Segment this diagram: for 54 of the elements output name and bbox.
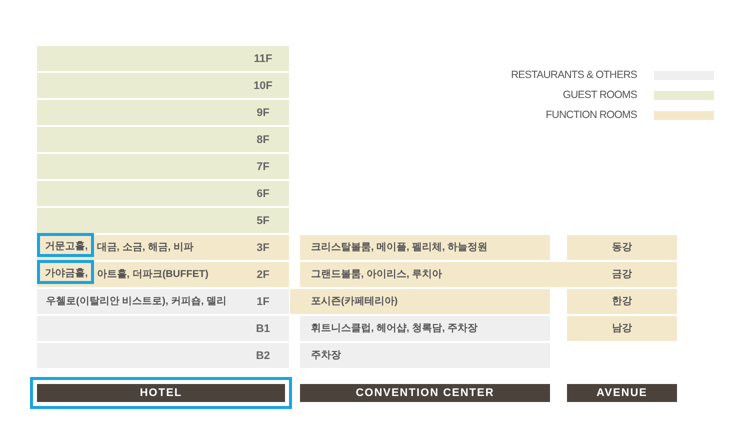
room-names: 가야금홀,: [45, 267, 88, 280]
floor-number: B2: [254, 348, 272, 362]
building-bar: [37, 384, 285, 402]
floor-row: [37, 127, 289, 152]
floor-row: [37, 289, 289, 314]
floor-number: 9F: [256, 106, 270, 120]
highlight-frame: [37, 260, 94, 284]
floor-number: 7F: [256, 160, 270, 174]
highlight-frame: [37, 233, 94, 257]
room-names: 우첼로(이탈리안 비스트로), 커피숍, 델리: [46, 295, 227, 308]
floor-row: [300, 262, 677, 287]
floor-number: 1F: [256, 294, 270, 308]
floor-number: 10F: [252, 78, 274, 92]
hall-tile: [567, 235, 677, 260]
floor-row: [37, 100, 289, 125]
floor-row: [300, 235, 550, 260]
room-names: 거문고홀,: [45, 240, 88, 253]
room-names: 휘트니스클럽, 헤어샵, 청록담, 주차장: [311, 322, 478, 335]
hall-name: 한강: [612, 295, 632, 308]
room-names: 그랜드볼룸, 아이리스, 루치아: [311, 268, 442, 281]
floor-number: 11F: [252, 52, 274, 66]
building-name: HOTEL: [140, 386, 182, 400]
floor-row: [37, 208, 289, 233]
hall-name: 남강: [612, 322, 632, 335]
building-name: CONVENTION CENTER: [356, 386, 494, 400]
hall-tile: [567, 289, 677, 314]
hall-name: 동강: [612, 241, 632, 254]
building-bar: [567, 384, 677, 402]
floor-row: [37, 73, 289, 98]
floor-row: [37, 235, 289, 260]
room-names: 크리스탈볼룸, 메이플, 펠리체, 하늘정원: [311, 241, 488, 254]
floor-number: 6F: [256, 186, 270, 200]
legend-label: RESTAURANTS & OTHERS: [511, 69, 637, 81]
room-names: 대금, 소금, 해금, 비파: [96, 241, 194, 254]
floor-number: B1: [254, 322, 272, 336]
floor-row: [290, 289, 550, 314]
floor-number: 2F: [256, 268, 270, 282]
highlight-frame: [30, 377, 292, 409]
hall-name: 금강: [611, 268, 633, 282]
floor-number: 5F: [256, 214, 270, 228]
legend-label: GUEST ROOMS: [562, 89, 637, 101]
floor-row: [37, 46, 289, 71]
floor-number: 3F: [256, 240, 270, 254]
room-names: 주차장: [311, 349, 341, 362]
hall-tile: [567, 316, 677, 341]
room-names: 포시즌(카페테리아): [311, 295, 398, 308]
room-names: 아트홀, 더파크(BUFFET): [96, 268, 208, 281]
legend-label: FUNCTION ROOMS: [546, 109, 637, 121]
floor-row: [37, 262, 289, 287]
floor-number: 8F: [256, 132, 270, 146]
floor-row: [37, 181, 289, 206]
building-name: AVENUE: [596, 386, 648, 400]
floor-row: [37, 154, 289, 179]
building-bar: [300, 384, 550, 402]
